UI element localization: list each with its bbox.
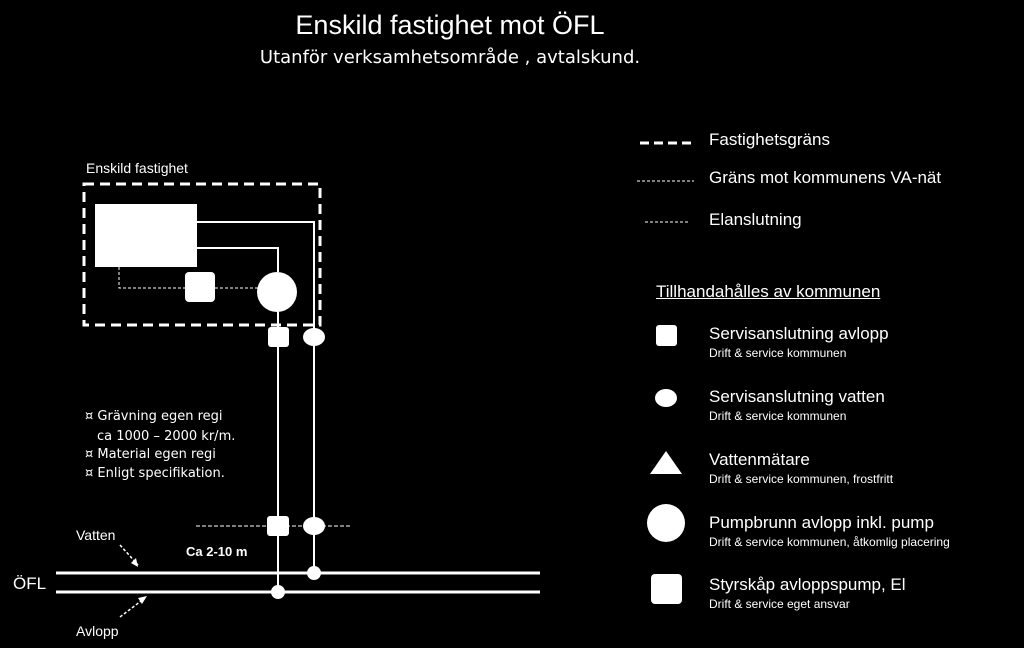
legend-pump-well-symbol [647, 504, 685, 542]
sewer-main-junction [271, 585, 285, 599]
note-line-1: ¤ Grävning egen regi [85, 409, 223, 424]
legend-item-sub: Drift & service kommunen, åtkomlig place… [709, 535, 950, 549]
house [95, 204, 197, 267]
control-cabinet [185, 272, 215, 302]
pump-well [257, 272, 297, 312]
legend-item-title: Pumpbrunn avlopp inkl. pump [709, 513, 934, 532]
legend-line-va-grans: Gräns mot kommunens VA-nät [709, 168, 942, 187]
oefl-label: ÖFL [13, 574, 47, 593]
legend-item-sub: Drift & service kommunen, frostfritt [709, 472, 894, 486]
legend-item-title: Servisanslutning avlopp [709, 324, 889, 343]
page-subtitle: Utanför verksamhetsområde , avtalskund. [259, 47, 641, 68]
legend-heading: Tillhandahålles av kommunen [656, 282, 881, 301]
legend-line-elanslutning: Elanslutning [709, 210, 802, 229]
legend-line-fastighetsgrans: Fastighetsgräns [709, 130, 830, 149]
note-line-4: ¤ Enligt specifikation. [85, 466, 225, 481]
avlopp-label: Avlopp [76, 623, 119, 639]
vatten-label: Vatten [76, 527, 116, 543]
water-connection-lower [303, 517, 325, 535]
legend-item-sub: Drift & service kommunen [709, 346, 847, 360]
legend-item-title: Servisanslutning vatten [709, 387, 885, 406]
legend-item-title: Vattenmätare [709, 450, 810, 469]
legend-control-cabinet-symbol [651, 574, 682, 604]
pipe-house-water [197, 221, 315, 330]
water-main-junction [307, 566, 321, 580]
legend-item-sub: Drift & service kommunen [709, 409, 847, 423]
water-connection-upper [303, 328, 325, 346]
legend-item-title: Styrskåp avloppspump, El [709, 575, 906, 594]
note-line-3: ¤ Material egen regi [85, 447, 216, 462]
avlopp-pointer-arrowhead [138, 596, 147, 604]
sewer-connection-lower [267, 516, 289, 536]
legend-water-connection-symbol [655, 389, 677, 407]
legend-water-meter-symbol [650, 451, 682, 474]
legend-item-sub: Drift & service eget ansvar [709, 597, 850, 611]
property-boundary [82, 182, 322, 327]
legend-sewer-connection-symbol [656, 325, 677, 346]
distance-label: Ca 2-10 m [186, 544, 248, 559]
pipe-house-to-pump [197, 247, 279, 272]
vatten-pointer-arrowhead [131, 558, 138, 567]
note-line-2: ca 1000 – 2000 kr/m. [97, 429, 236, 444]
electric-line-house [118, 267, 185, 289]
page-title: Enskild fastighet mot ÖFL [295, 10, 605, 40]
property-label: Enskild fastighet [86, 160, 188, 176]
sewer-connection-upper [268, 327, 289, 347]
